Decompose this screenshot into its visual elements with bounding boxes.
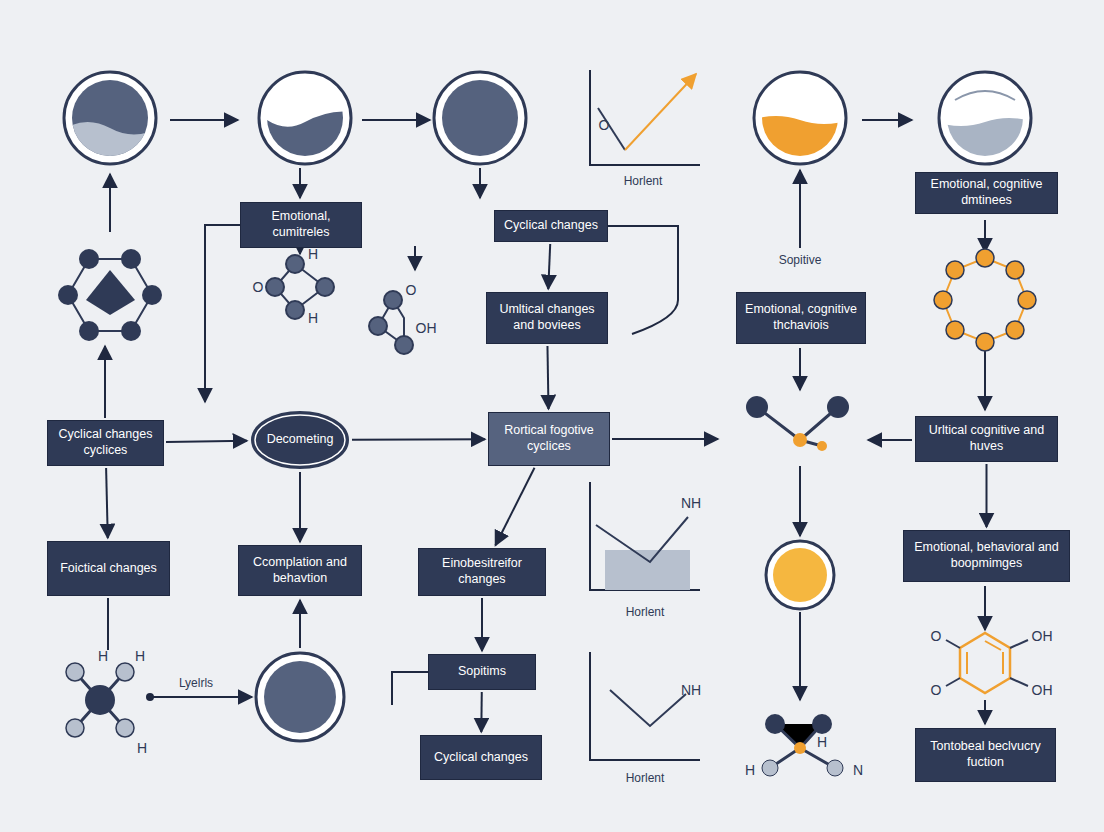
bracket-line [608, 226, 678, 334]
process-box: Einobesitreifor changes [418, 548, 546, 596]
flask-fill [62, 122, 158, 170]
flask-fill [442, 80, 518, 156]
node-text: Cyclical changes [504, 218, 598, 234]
ellipse-node: Decometing [250, 410, 350, 470]
atom-label: H [308, 310, 318, 326]
node-text: Emotional, cognitive dmtinees [922, 177, 1051, 208]
node-text: Einobesitreifor changes [425, 556, 539, 587]
process-box: Emotional, cumitreles [240, 202, 362, 248]
flow-arrow [481, 598, 483, 651]
node-text: Cyclical changes [434, 750, 528, 766]
atom-label: H [308, 246, 318, 262]
flow-arrows [105, 120, 985, 724]
atom-label: O [599, 117, 610, 133]
arrow-dot [146, 693, 154, 701]
process-box: Emotional, cognitive dmtinees [915, 172, 1058, 214]
amine-molecule [762, 714, 843, 776]
atom-label: OH [1032, 682, 1053, 698]
flow-arrow [299, 472, 301, 542]
atom-label: H [745, 762, 755, 778]
octagon-molecule [934, 249, 1036, 351]
node-text: Emotional, cognitive thchaviois [743, 302, 859, 333]
flask-fill [257, 111, 353, 165]
axis-label: Horlent [624, 174, 663, 188]
axis-label: Horlent [626, 771, 665, 785]
node-text: Tontobeal beclvucry fuction [922, 739, 1049, 770]
atom-label: H [98, 648, 108, 664]
flow-arrow [480, 692, 482, 732]
flow-arrow [106, 468, 108, 538]
node-text: Decometing [267, 432, 334, 448]
small-molecule [746, 396, 849, 451]
bracket-line [107, 598, 109, 650]
node-text: Cyclical changes cyclices [54, 427, 157, 458]
flask-fill [937, 118, 1033, 165]
methane-molecule [66, 663, 134, 737]
bracket-line [392, 672, 428, 705]
node-text: Sopitims [458, 664, 506, 680]
atom-label: OH [1032, 628, 1053, 644]
flask-fill [264, 661, 336, 733]
process-box: Cyclical changes cyclices [47, 420, 164, 466]
node-text: Foictical changes [60, 561, 157, 577]
benzene-ring [946, 633, 1028, 693]
square-molecule [266, 255, 334, 319]
process-box: Ccomplation and behavtion [238, 545, 362, 596]
flask-circles [64, 72, 1031, 741]
process-box: Cyclical changes [494, 210, 608, 242]
atom-label: NH [681, 495, 701, 511]
atom-label: N [853, 762, 863, 778]
atom-label: NH [681, 682, 701, 698]
square-molecule [369, 291, 413, 354]
flow-arrow [495, 468, 534, 546]
flow-arrow [986, 464, 988, 527]
node-text: Urltical cognitive and huves [922, 423, 1051, 454]
process-box: Tontobeal beclvucry fuction [915, 728, 1056, 782]
axis-label: Horlent [626, 605, 665, 619]
flask-fill [773, 548, 827, 602]
axis-label: Lyelrls [179, 676, 213, 690]
flask-fill [752, 116, 848, 165]
process-box: Rortical fogotive cyclices [488, 412, 610, 466]
flow-arrow [548, 244, 550, 289]
process-box: Umltical changes and boviees [486, 292, 608, 344]
process-box: Emotional, behavioral and boopmimges [903, 530, 1070, 582]
process-box: Cyclical changes [420, 735, 542, 780]
atom-label: O [253, 279, 264, 295]
process-box: Urltical cognitive and huves [915, 416, 1058, 462]
hexagon-molecule [58, 249, 162, 341]
flow-arrow [166, 441, 247, 442]
atom-label: H [135, 648, 145, 664]
node-text: Umltical changes and boviees [493, 302, 601, 333]
atom-label: O [406, 282, 417, 298]
axis-label: Sopitive [779, 253, 822, 267]
atom-label: H [817, 734, 827, 750]
node-text: Ccomplation and behavtion [245, 555, 355, 586]
node-text: Emotional, cumitreles [247, 209, 355, 240]
process-box: Foictical changes [47, 541, 170, 596]
process-box: Emotional, cognitive thchaviois [736, 292, 866, 344]
flow-arrow [547, 346, 548, 409]
flow-arrow [352, 438, 485, 441]
process-box: Sopitims [428, 654, 536, 690]
atom-label: H [137, 740, 147, 756]
node-text: Rortical fogotive cyclices [495, 423, 603, 454]
atom-label: O [931, 682, 942, 698]
atom-label: O [931, 628, 942, 644]
atom-label: OH [416, 320, 437, 336]
flask-arc [955, 91, 1015, 100]
node-text: Emotional, behavioral and boopmimges [910, 540, 1063, 571]
